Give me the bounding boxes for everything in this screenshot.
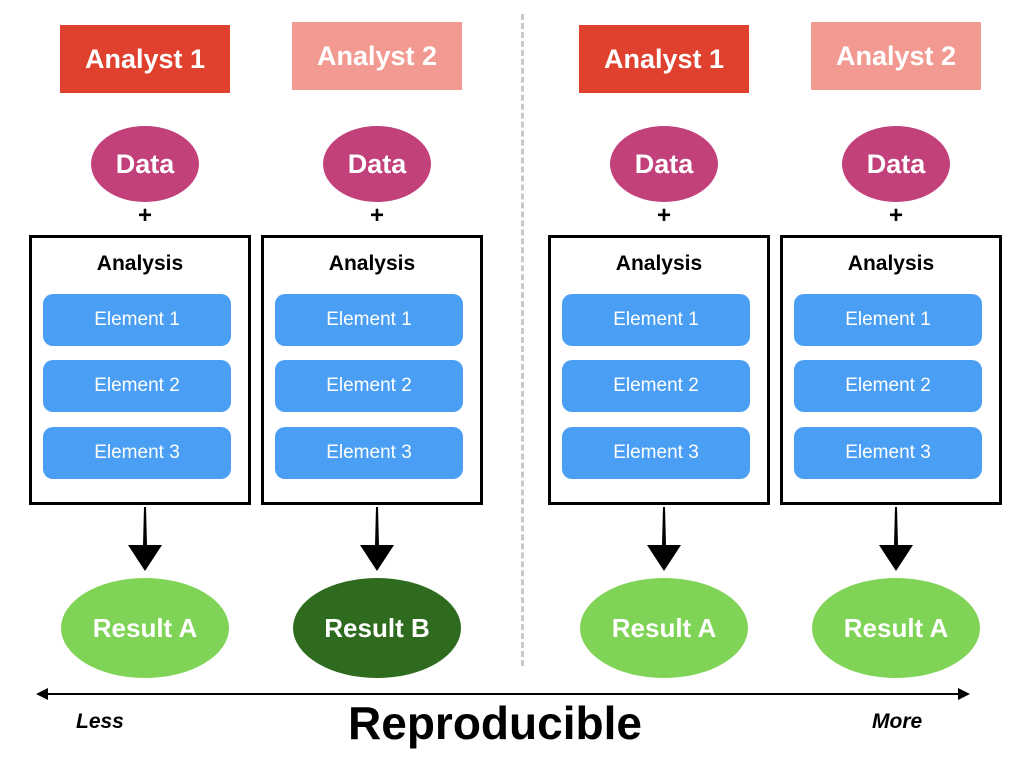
data-oval: Data	[610, 126, 718, 202]
dashed-divider	[521, 14, 524, 666]
scale-more-label: More	[872, 710, 923, 733]
analyst-label: Analyst 2	[292, 22, 462, 90]
analysis-box: Analysis Element 1 Element 2 Element 3	[780, 235, 1002, 505]
column-3: Analyst 1 Data + Analysis Element 1 Elem…	[548, 0, 780, 680]
element-2: Element 2	[562, 360, 750, 412]
element-2: Element 2	[43, 360, 231, 412]
down-arrow-icon	[879, 507, 913, 571]
data-oval: Data	[842, 126, 950, 202]
plus-sign: +	[137, 202, 152, 229]
element-1: Element 1	[43, 294, 231, 346]
plus-sign: +	[888, 202, 903, 229]
analysis-title: Analysis	[615, 252, 703, 275]
element-1: Element 1	[562, 294, 750, 346]
scale-main-label: Reproducible	[348, 697, 642, 749]
plus-sign: +	[369, 202, 384, 229]
element-1: Element 1	[794, 294, 982, 346]
result-oval: Result A	[61, 578, 229, 678]
result-oval: Result B	[293, 578, 461, 678]
analysis-title: Analysis	[96, 252, 184, 275]
element-3: Element 3	[275, 427, 463, 479]
element-3: Element 3	[43, 427, 231, 479]
element-1: Element 1	[275, 294, 463, 346]
down-arrow-icon	[128, 507, 162, 571]
analysis-title: Analysis	[847, 252, 935, 275]
scale-less-label: Less	[76, 710, 124, 733]
element-2: Element 2	[794, 360, 982, 412]
analysis-title: Analysis	[328, 252, 416, 275]
down-arrow-icon	[360, 507, 394, 571]
column-4: Analyst 2 Data + Analysis Element 1 Elem…	[780, 0, 1012, 680]
result-oval: Result A	[580, 578, 748, 678]
data-oval: Data	[323, 126, 431, 202]
plus-sign: +	[656, 202, 671, 229]
analyst-label: Analyst 1	[60, 25, 230, 93]
data-oval: Data	[91, 126, 199, 202]
element-3: Element 3	[562, 427, 750, 479]
column-1: Analyst 1 Data + Analysis Element 1 Elem…	[29, 0, 261, 680]
column-2: Analyst 2 Data + Analysis Element 1 Elem…	[261, 0, 493, 680]
analyst-label: Analyst 1	[579, 25, 749, 93]
result-oval: Result A	[812, 578, 980, 678]
analysis-box: Analysis Element 1 Element 2 Element 3	[261, 235, 483, 505]
analysis-box: Analysis Element 1 Element 2 Element 3	[548, 235, 770, 505]
down-arrow-icon	[647, 507, 681, 571]
analysis-box: Analysis Element 1 Element 2 Element 3	[29, 235, 251, 505]
analyst-label: Analyst 2	[811, 22, 981, 90]
element-3: Element 3	[794, 427, 982, 479]
double-arrow-scale	[36, 688, 970, 700]
element-2: Element 2	[275, 360, 463, 412]
